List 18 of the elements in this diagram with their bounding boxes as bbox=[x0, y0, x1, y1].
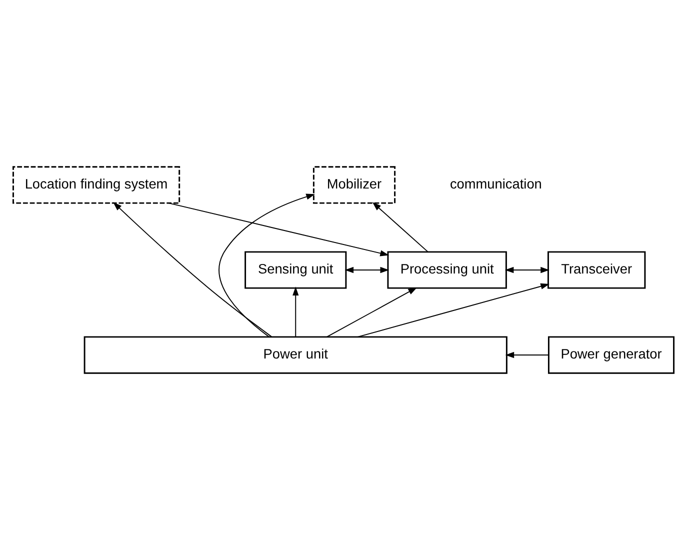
arrow bbox=[326, 287, 418, 338]
arrow bbox=[357, 283, 550, 338]
arrow bbox=[168, 202, 389, 256]
node-box: Power unit bbox=[84, 336, 508, 374]
arrow bbox=[113, 202, 272, 338]
arrow bbox=[218, 194, 315, 338]
arrow bbox=[292, 286, 299, 338]
arrow bbox=[344, 266, 390, 274]
arrow bbox=[504, 266, 550, 274]
arrow bbox=[372, 202, 428, 252]
node-box: Sensing unit bbox=[244, 251, 347, 289]
arrow bbox=[505, 352, 549, 358]
node-box: Power generator bbox=[548, 336, 675, 374]
label: communication bbox=[450, 176, 542, 192]
node-box: Location finding system bbox=[12, 166, 180, 204]
node-box: Transceiver bbox=[547, 251, 646, 289]
node-box: Mobilizer bbox=[312, 166, 396, 204]
node-box: Processing unit bbox=[387, 251, 507, 289]
